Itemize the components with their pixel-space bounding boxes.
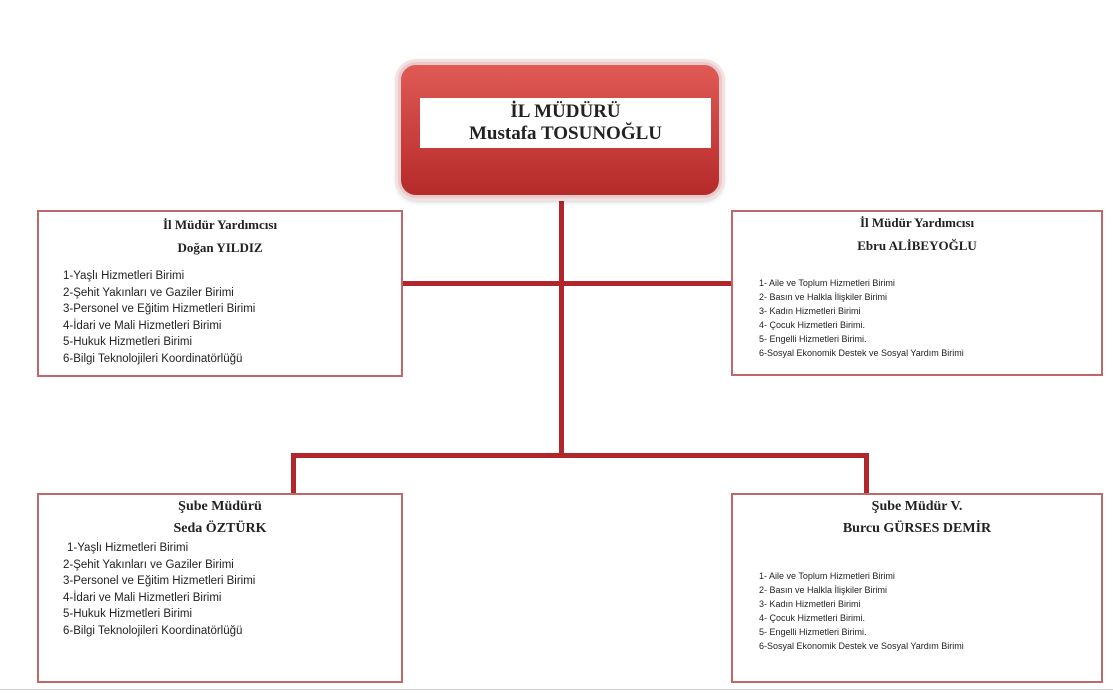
connector-lower-right	[864, 453, 869, 494]
connector-upper-horizontal	[401, 281, 732, 286]
unit-name: Ebru ALİBEYOĞLU	[857, 238, 977, 253]
unit-box-deputy-1: İl Müdür Yardımcısı Doğan YILDIZ 1-Yaşlı…	[37, 210, 403, 377]
connector-lower-left	[291, 453, 296, 494]
unit-box-deputy-2: İl Müdür Yardımcısı Ebru ALİBEYOĞLU 1- A…	[731, 210, 1103, 376]
list-item: 6-Bilgi Teknolojileri Koordinatörlüğü	[63, 352, 243, 365]
list-item: 3-Personel ve Eğitim Hizmetleri Birimi	[63, 575, 256, 587]
connector-main-vertical	[559, 196, 564, 456]
unit-title: Şube Müdür V.	[871, 499, 963, 514]
director-box: İL MÜDÜRÜ Mustafa TOSUNOĞLU	[398, 62, 722, 198]
list-item: 2- Basın ve Halkla İlişkiler Birimi	[759, 585, 888, 595]
unit-title: İl Müdür Yardımcısı	[162, 217, 278, 232]
list-item: 1-Yaşlı Hizmetleri Birimi	[63, 270, 185, 282]
list-item: 3- Kadın Hizmetleri Birimi	[759, 306, 861, 316]
unit-box-branch-1: Şube Müdürü Seda ÖZTÜRK 1-Yaşlı Hizmetle…	[37, 493, 403, 683]
list-item: 4-İdari ve Mali Hizmetleri Birimi	[63, 319, 222, 332]
list-item: 1-Yaşlı Hizmetleri Birimi	[67, 542, 189, 554]
list-item: 4- Çocuk Hizmetleri Birimi.	[759, 320, 866, 330]
list-item: 6-Bilgi Teknolojileri Koordinatörlüğü	[63, 624, 243, 637]
list-item: 5- Engelli Hizmetleri Birimi.	[759, 627, 867, 637]
connector-lower-horizontal	[291, 453, 869, 458]
list-item: 3-Personel ve Eğitim Hizmetleri Birimi	[63, 303, 256, 315]
page-divider	[0, 689, 1113, 690]
unit-name: Seda ÖZTÜRK	[173, 521, 267, 536]
unit-box-branch-2: Şube Müdür V. Burcu GÜRSES DEMİR 1- Aile…	[731, 493, 1103, 683]
director-title: İL MÜDÜRÜ	[510, 101, 621, 122]
list-item: 4-İdari ve Mali Hizmetleri Birimi	[63, 591, 222, 604]
unit-name: Burcu GÜRSES DEMİR	[842, 521, 992, 536]
director-name: Mustafa TOSUNOĞLU	[468, 123, 663, 144]
unit-list: 1- Aile ve Toplum Hizmetleri Birimi 2- B…	[759, 569, 1101, 653]
list-item: 2-Şehit Yakınları ve Gaziler Birimi	[63, 558, 234, 571]
list-item: 1- Aile ve Toplum Hizmetleri Birimi	[759, 278, 895, 288]
list-item: 2-Şehit Yakınları ve Gaziler Birimi	[63, 286, 234, 299]
list-item: 1- Aile ve Toplum Hizmetleri Birimi	[759, 571, 895, 581]
list-item: 5- Engelli Hizmetleri Birimi.	[759, 334, 867, 344]
list-item: 6-Sosyal Ekonomik Destek ve Sosyal Yardı…	[759, 348, 964, 358]
list-item: 4- Çocuk Hizmetleri Birimi.	[759, 613, 866, 623]
list-item: 3- Kadın Hizmetleri Birimi	[759, 599, 861, 609]
list-item: 5-Hukuk Hizmetleri Birimi	[63, 608, 193, 620]
list-item: 2- Basın ve Halkla İlişkiler Birimi	[759, 292, 888, 302]
list-item: 5-Hukuk Hizmetleri Birimi	[63, 336, 193, 348]
unit-title: İl Müdür Yardımcısı	[859, 215, 975, 230]
unit-list: 1- Aile ve Toplum Hizmetleri Birimi 2- B…	[759, 276, 1101, 360]
unit-list: 1-Yaşlı Hizmetleri Birimi 2-Şehit Yakınl…	[63, 268, 401, 367]
unit-title: Şube Müdürü	[178, 499, 262, 514]
unit-list: 1-Yaşlı Hizmetleri Birimi 2-Şehit Yakınl…	[63, 540, 401, 639]
unit-name: Doğan YILDIZ	[177, 240, 263, 255]
list-item: 6-Sosyal Ekonomik Destek ve Sosyal Yardı…	[759, 641, 964, 651]
